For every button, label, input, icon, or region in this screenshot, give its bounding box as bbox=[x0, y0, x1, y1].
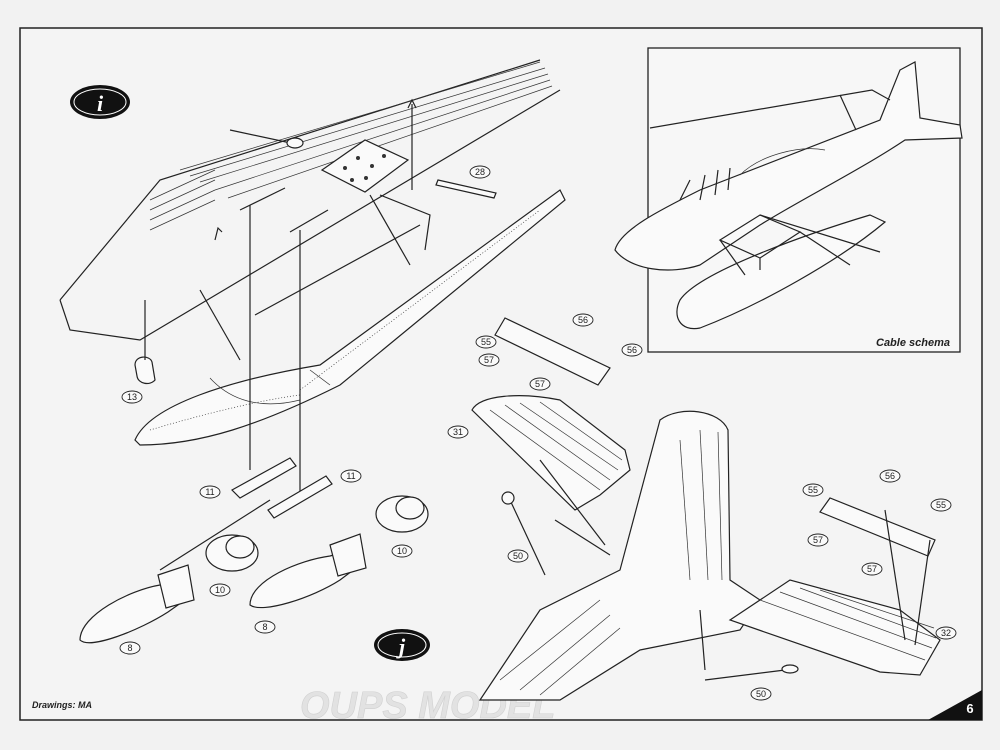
svg-text:57: 57 bbox=[813, 535, 823, 545]
callout-56: 56 bbox=[572, 313, 594, 327]
callout-10: 10 bbox=[209, 583, 231, 597]
callout-11: 11 bbox=[199, 485, 221, 499]
svg-text:11: 11 bbox=[205, 487, 214, 497]
svg-text:10: 10 bbox=[215, 585, 225, 595]
callout-56: 56 bbox=[621, 343, 643, 357]
svg-text:10: 10 bbox=[397, 546, 407, 556]
svg-text:57: 57 bbox=[535, 379, 545, 389]
bomb-parts bbox=[79, 457, 429, 644]
svg-text:50: 50 bbox=[513, 551, 523, 561]
svg-text:57: 57 bbox=[867, 564, 877, 574]
callout-57: 57 bbox=[478, 353, 500, 367]
callout-10: 10 bbox=[391, 544, 413, 558]
callout-28: 28 bbox=[469, 165, 491, 179]
svg-text:31: 31 bbox=[453, 427, 463, 437]
callout-55: 55 bbox=[930, 498, 952, 512]
svg-text:56: 56 bbox=[627, 345, 637, 355]
callout-57: 57 bbox=[529, 377, 551, 391]
callout-8: 8 bbox=[254, 620, 276, 634]
svg-text:11: 11 bbox=[346, 471, 355, 481]
callout-31: 31 bbox=[447, 425, 469, 439]
drawings-credit: Drawings: MA bbox=[32, 700, 92, 710]
svg-text:28: 28 bbox=[475, 167, 485, 177]
svg-text:i: i bbox=[97, 91, 104, 116]
svg-text:13: 13 bbox=[127, 392, 137, 402]
wing-float-assembly bbox=[59, 59, 566, 495]
callout-8: 8 bbox=[119, 641, 141, 655]
callout-56: 56 bbox=[879, 469, 901, 483]
cable-schema-inset: Cable schema bbox=[614, 47, 963, 353]
svg-text:32: 32 bbox=[941, 628, 951, 638]
callout-11: 11 bbox=[340, 469, 362, 483]
svg-text:56: 56 bbox=[885, 471, 895, 481]
callouts: 28 13 11 11 10 10 8 8 55 56 56 57 57 31 … bbox=[119, 165, 957, 701]
svg-text:56: 56 bbox=[578, 315, 588, 325]
page-number: 6 bbox=[966, 701, 973, 716]
svg-text:57: 57 bbox=[484, 355, 494, 365]
callout-57: 57 bbox=[861, 562, 883, 576]
callout-50: 50 bbox=[750, 687, 772, 701]
svg-text:50: 50 bbox=[756, 689, 766, 699]
page-number-tab: 6 bbox=[928, 690, 982, 720]
svg-text:j: j bbox=[396, 634, 406, 659]
callout-55: 55 bbox=[802, 483, 824, 497]
callout-50: 50 bbox=[507, 549, 529, 563]
svg-text:55: 55 bbox=[936, 500, 946, 510]
inset-caption: Cable schema bbox=[876, 337, 950, 349]
marker-i: i bbox=[70, 85, 130, 119]
callout-55: 55 bbox=[475, 335, 497, 349]
tail-assembly bbox=[471, 317, 941, 701]
svg-text:55: 55 bbox=[481, 337, 491, 347]
marker-j: j bbox=[374, 629, 430, 661]
svg-text:8: 8 bbox=[262, 622, 267, 632]
callout-13: 13 bbox=[121, 390, 143, 404]
callout-57: 57 bbox=[807, 533, 829, 547]
svg-text:8: 8 bbox=[127, 643, 132, 653]
callout-32: 32 bbox=[935, 626, 957, 640]
svg-text:55: 55 bbox=[808, 485, 818, 495]
